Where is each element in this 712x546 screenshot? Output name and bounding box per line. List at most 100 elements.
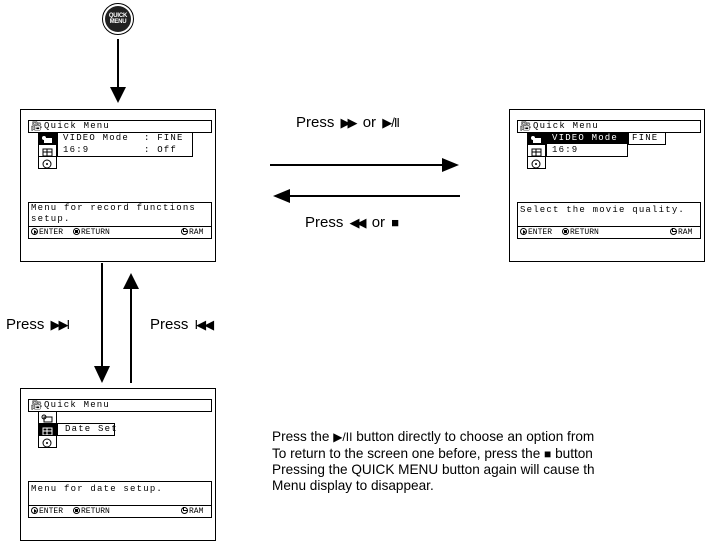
quick-menu-label-line2: MENU [109,19,127,25]
disc-menu-icon [38,156,57,169]
arrow-down-to-date-set [94,263,110,383]
footer-ram-label: RAM [189,507,204,516]
footer-bar [28,226,212,239]
note-line1-a: Press the [272,429,330,444]
ram-circle-icon [670,228,677,235]
stop-icon: ■ [391,215,399,230]
value-option-fine: FINE [632,133,659,143]
note-line2-a: To return to the screen one before, pres… [272,445,541,461]
title-bar [28,399,212,412]
note-line4: Menu display to disappear. [272,477,434,493]
play-pause-icon: ▶/II [382,115,400,130]
label-press-next: Press ▶▶I [6,316,72,333]
date-menu-icon [38,144,57,157]
or-word: or [371,214,386,231]
footer-bar [517,226,701,239]
screen-quick-menu-main: 🎥︎ Quick Menu VIDEO Mode : FINE 16:9 : O… [20,109,216,262]
record-menu-icon [38,132,57,145]
screen-video-mode: 🎥︎ Quick Menu VIDEO Mode FINE 16:9 Selec… [509,109,705,262]
footer-return-label: RETURN [81,228,110,237]
settings-panel [546,132,628,157]
note-line1: Press the ▶/II button directly to choose… [272,429,595,446]
footer-return: RETURN [73,228,110,237]
value-option-box[interactable] [628,132,666,145]
footer-enter: ENTER [520,228,552,237]
skip-next-icon: ▶▶I [50,317,71,332]
footer-ram: RAM [670,228,692,237]
or-word: or [362,114,377,131]
label-press-back: Press ◀◀ or ■ [305,214,400,231]
camera-icon: 🎥︎ [519,121,532,132]
row-video-mode-bg [58,133,192,144]
footer-enter-label: ENTER [528,228,553,237]
skip-previous-icon: I◀◀ [194,317,215,332]
row-video-mode-label[interactable]: VIDEO Mode [552,133,619,143]
footer-bar [28,505,212,518]
settings-panel [57,132,193,157]
quick-menu-button[interactable]: QUICK MENU [102,3,134,35]
play-pause-icon: ▶/II [333,430,353,444]
footer-return: RETURN [73,507,110,516]
stop-circle-icon [562,228,569,235]
fast-forward-icon: ▶▶ [340,115,358,130]
message-line1: Menu for record functions [31,203,197,213]
message-line1: Menu for date setup. [31,484,164,494]
quick-menu-button-face: QUICK MENU [105,6,131,32]
arrow-right-to-video-mode [270,158,459,172]
row-video-mode-label[interactable]: VIDEO Mode [63,133,130,143]
press-word: Press [296,114,335,131]
camera-icon: 🎥︎ [30,121,43,132]
press-word: Press [150,316,189,333]
disc-menu-icon [527,156,546,169]
screen-date-set: 🎥︎ Quick Menu Date Set Menu for date set… [20,388,216,541]
label-press-prev: Press I◀◀ [150,316,216,333]
date-set-item: Date Set [65,424,118,434]
press-word: Press [305,214,344,231]
play-circle-icon [520,228,527,235]
arrow-up-to-main [123,273,139,383]
footer-enter: ENTER [31,507,63,516]
date-menu-icon [38,423,57,436]
label-press-forward: Press ▶▶ or ▶/II [296,114,403,131]
screen-title: Quick Menu [533,121,600,131]
screen-title: Quick Menu [44,121,111,131]
footer-ram: RAM [181,228,203,237]
date-set-item-box[interactable] [57,423,115,436]
row-video-mode-value: : FINE [144,133,184,143]
ram-circle-icon [181,507,188,514]
stop-circle-icon [73,507,80,514]
row-16-9-label[interactable]: 16:9 [552,145,579,155]
footer-enter-label: ENTER [39,507,64,516]
footer-return: RETURN [562,228,599,237]
message-line1: Select the movie quality. [520,205,686,215]
stop-circle-icon [73,228,80,235]
note-line1-b: button directly to choose an option from [356,429,595,444]
disc-menu-icon [38,435,57,448]
quick-menu-label-line1: QUICK [108,13,128,19]
rewind-icon: ◀◀ [349,215,367,230]
play-circle-icon [31,228,38,235]
arrow-down-to-main [110,39,126,103]
note-line3: Pressing the QUICK MENU button again wil… [272,462,595,477]
arrow-left-to-main [273,189,460,203]
camera-icon: 🎥︎ [30,400,43,411]
message-line2: setup. [31,214,71,224]
screen-title: Quick Menu [44,400,111,410]
instruction-note: Press the ▶/II button directly to choose… [272,429,595,493]
footer-return-label: RETURN [81,507,110,516]
row-16-9-label[interactable]: 16:9 [63,145,90,155]
row-video-mode-highlight [547,133,627,144]
footer-enter-label: ENTER [39,228,64,237]
footer-return-label: RETURN [570,228,599,237]
footer-enter: ENTER [31,228,63,237]
press-word: Press [6,316,45,333]
footer-ram-label: RAM [189,228,204,237]
footer-ram-label: RAM [678,228,693,237]
play-circle-icon [31,507,38,514]
stop-icon: ■ [544,446,552,461]
note-line2-b: button [555,445,593,461]
ram-circle-icon [181,228,188,235]
row-16-9-value: : Off [144,145,178,155]
footer-ram: RAM [181,507,203,516]
